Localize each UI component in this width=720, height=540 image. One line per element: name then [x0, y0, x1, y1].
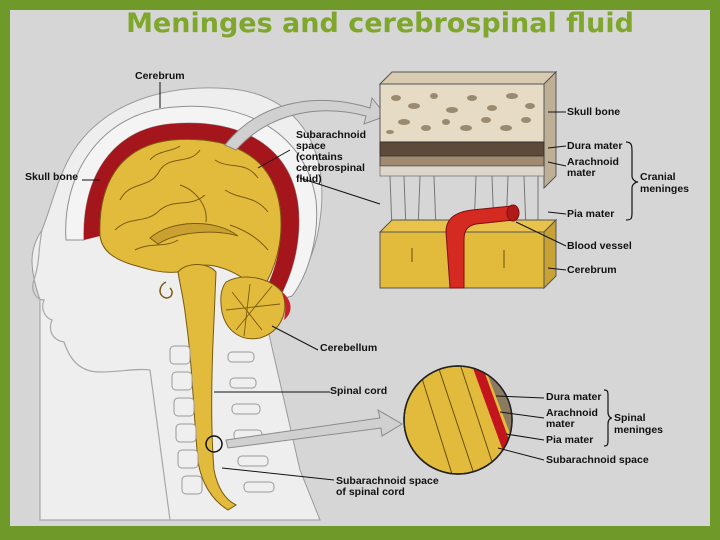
spinal-zoom-marker — [205, 435, 223, 453]
label-blood-vessel: Blood vessel — [567, 240, 632, 252]
blood-vessel — [445, 205, 515, 289]
label-spinal-group-2: meninges — [614, 424, 664, 436]
label-spinal-arachnoid-2: mater — [546, 418, 575, 430]
cerebellum-folia — [225, 283, 281, 337]
label-cranial-skull-bone: Skull bone — [567, 106, 621, 118]
label-spinal-arachnoid-1: Arachnoid — [546, 407, 598, 419]
label-cranial-dura-mater: Dura mater — [567, 140, 623, 152]
label-subarachnoid-1: Subarachnoid — [296, 129, 367, 141]
bone-pores — [386, 93, 535, 134]
label-subarachnoid-3: (contains — [296, 151, 343, 163]
label-cranial-group-1: Cranial — [640, 171, 676, 183]
face-profile — [32, 229, 171, 521]
label-cranial-cerebrum: Cerebrum — [567, 264, 617, 276]
pituitary — [159, 281, 173, 299]
slide-title: Meninges and cerebrospinal fluid — [126, 8, 634, 39]
label-spinal-subarachnoid: Subarachnoid space — [546, 454, 649, 466]
label-cranial-arachnoid-2: mater — [567, 167, 596, 179]
head-leader-lines — [82, 82, 381, 481]
cortex-arrows — [411, 248, 505, 268]
label-subarachnoid-spinal-2: of spinal cord — [336, 486, 405, 498]
arrow-to-spinal-inset — [225, 408, 403, 449]
label-spinal-group-1: Spinal — [614, 412, 646, 424]
label-subarachnoid-2: space — [296, 140, 326, 152]
label-cerebrum: Cerebrum — [135, 70, 185, 82]
label-spinal-cord: Spinal cord — [330, 385, 388, 397]
cerebral-gyri — [114, 145, 269, 251]
label-spinal-dura-mater: Dura mater — [546, 391, 602, 403]
spinal-leader-lines — [495, 395, 545, 461]
label-subarachnoid-5: fluid) — [296, 173, 322, 185]
cranial-leader-lines — [515, 111, 567, 271]
label-cerebellum: Cerebellum — [320, 342, 378, 354]
label-spinal-pia-mater: Pia mater — [546, 434, 594, 446]
cranial-meninges-layer — [83, 123, 299, 301]
label-skull-bone: Skull bone — [25, 171, 79, 183]
cranial-bracket — [625, 141, 639, 221]
brainstem-spinal-cord — [177, 264, 238, 511]
corpus-callosum — [149, 222, 239, 245]
cranial-inset — [378, 70, 639, 290]
label-cranial-pia-mater: Pia mater — [567, 208, 615, 220]
label-cranial-group-2: meninges — [640, 183, 690, 195]
label-subarachnoid-4: cerebrospinal — [296, 162, 365, 174]
label-cranial-arachnoid-1: Arachnoid — [567, 156, 619, 168]
cerebellum — [220, 276, 286, 340]
spinal-bracket — [603, 389, 613, 447]
vertebrae — [169, 345, 275, 495]
label-subarachnoid-spinal-1: Subarachnoid space — [336, 475, 439, 487]
csf-pocket — [282, 292, 291, 320]
